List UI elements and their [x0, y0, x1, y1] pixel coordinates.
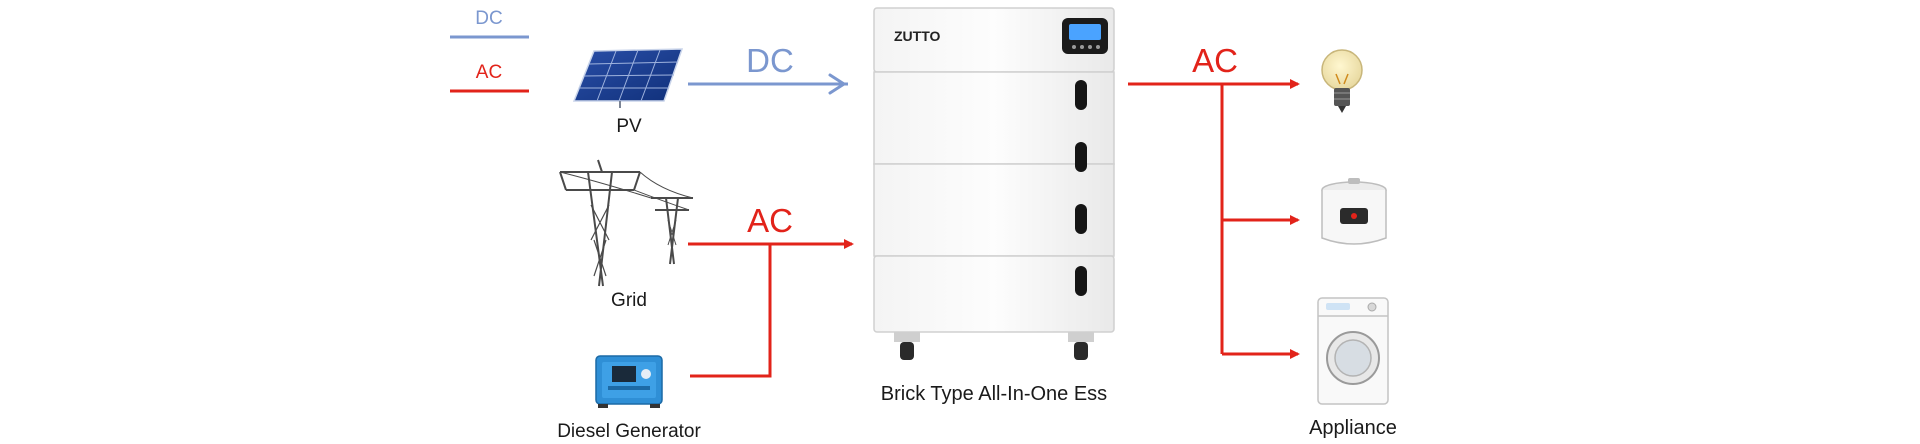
ac-input-flow-arrow [688, 239, 854, 378]
dc-flow-label: DC [746, 42, 794, 79]
legend-ac-label: AC [476, 62, 502, 83]
ess-wheels [894, 332, 1094, 360]
generator-icon [595, 355, 663, 408]
ess-display-icon [1062, 18, 1108, 54]
light-bulb-icon [1321, 49, 1363, 113]
power-tower-icon [559, 159, 694, 287]
ac-input-flow-label: AC [747, 202, 793, 239]
ess-module-handles [1075, 80, 1087, 296]
dc-flow-arrow [688, 73, 848, 95]
washing-machine-icon [1317, 297, 1389, 405]
ess-brand-logo: ZUTTO [894, 28, 941, 44]
legend: DC AC [450, 8, 529, 93]
ac-output-flow-label: AC [1192, 42, 1238, 79]
ess-cabinet [873, 7, 1115, 360]
generator-label: Diesel Generator [557, 421, 701, 442]
pv-label: PV [616, 116, 642, 137]
ac-output-flow-arrows [1128, 79, 1300, 359]
legend-dc-label: DC [475, 8, 502, 29]
rice-cooker-icon [1321, 178, 1387, 245]
grid-label: Grid [611, 290, 647, 311]
solar-panel-icon [572, 48, 684, 108]
ess-caption: Brick Type All-In-One Ess [881, 383, 1107, 405]
appliance-label: Appliance [1309, 417, 1397, 439]
